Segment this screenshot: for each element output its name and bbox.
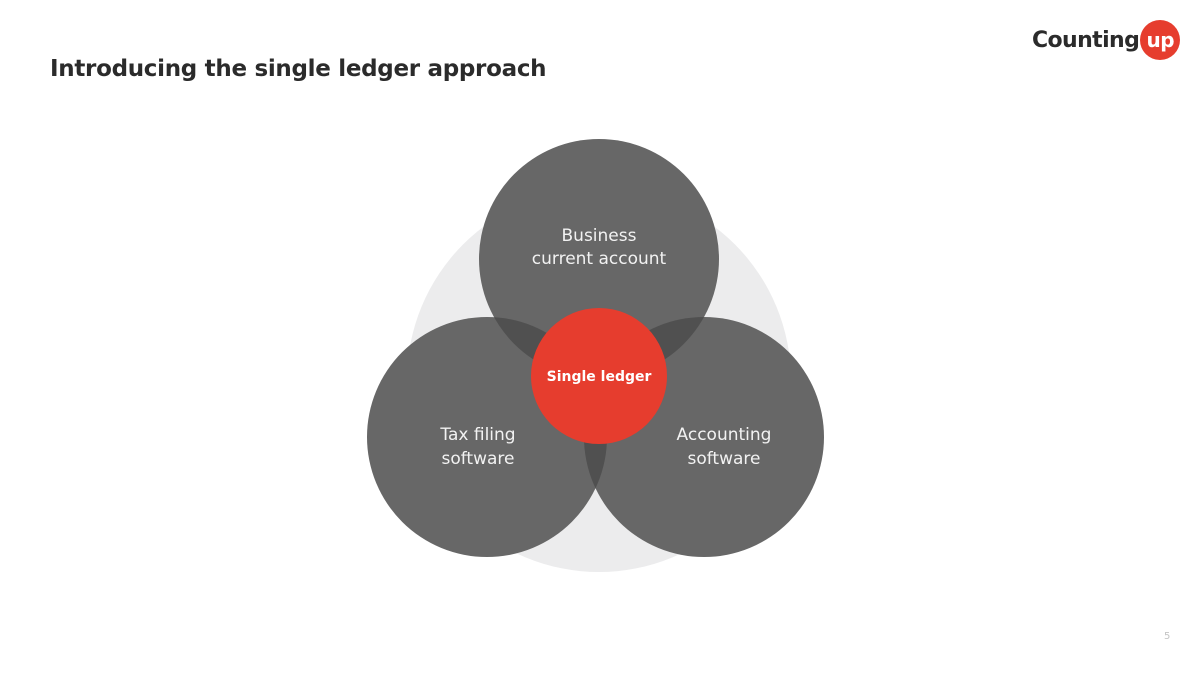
logo-badge: up xyxy=(1140,20,1181,60)
accounting-label-line2: software xyxy=(687,449,760,469)
page-number: 5 xyxy=(1164,631,1171,642)
tax-label-line2: software xyxy=(441,449,514,469)
page-title: Introducing the single ledger approach xyxy=(50,56,547,82)
logo-wordmark: Counting xyxy=(1032,27,1140,53)
center-single-ledger xyxy=(531,308,667,444)
business-label-line2: current account xyxy=(532,249,667,269)
circle-business-current-account xyxy=(479,139,719,379)
accounting-label-line1: Accounting xyxy=(677,425,772,445)
single-ledger-label: Single ledger xyxy=(547,369,652,385)
countingup-logo: Counting up xyxy=(1032,20,1181,60)
business-label-line1: Business xyxy=(562,226,637,246)
tax-label-line1: Tax filing xyxy=(439,425,515,445)
